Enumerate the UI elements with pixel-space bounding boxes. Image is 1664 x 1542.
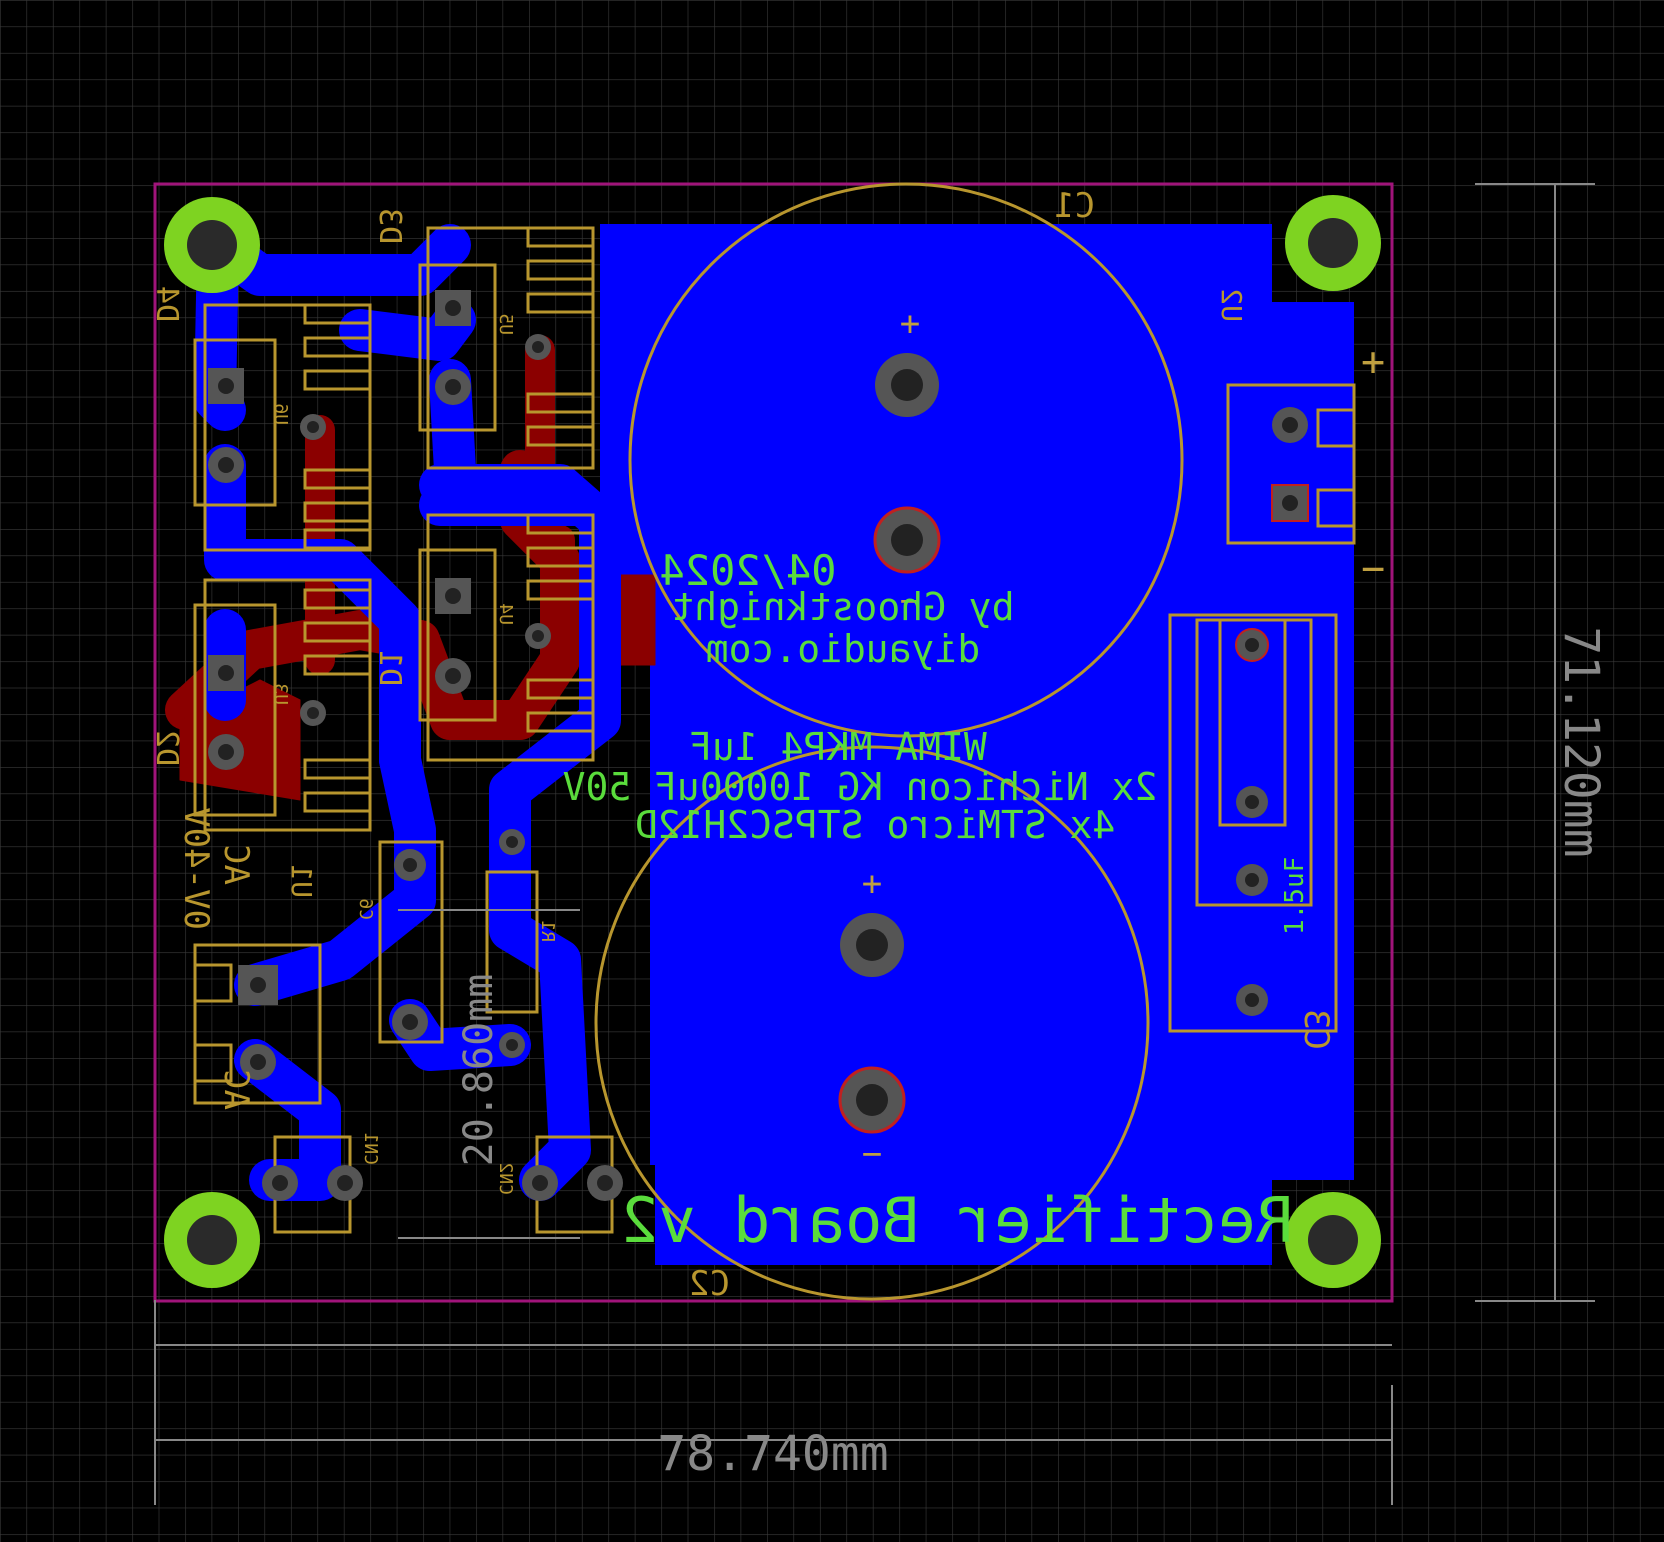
soic-pad-outlines: [303, 226, 595, 813]
ref-c2: C2: [689, 1264, 730, 1304]
label-ac-top: AC: [216, 844, 256, 885]
bom-line-1: WIMA MKP4 1uF: [689, 725, 986, 769]
ref-d3: D3: [372, 208, 407, 244]
c3-outline: [1168, 613, 1338, 1033]
label-ac-range: 0V-40V: [176, 807, 216, 930]
r1-outline: [485, 870, 539, 1014]
mount-hole-bottom-left: [164, 1192, 260, 1288]
mounting-holes: [164, 195, 1381, 1288]
package-outlines: [193, 226, 595, 832]
c1-outline: [628, 182, 1184, 738]
mount-hole-bottom-right: [1285, 1192, 1381, 1288]
board-title: Rectifier Board v2: [621, 1184, 1293, 1257]
dimension-lines: [154, 183, 1595, 1505]
u1-outline: [193, 943, 322, 1105]
ref-cn1: CN1: [360, 1132, 381, 1165]
board-site: diyaudio.com: [706, 627, 981, 671]
ref-u6: U6: [270, 403, 291, 425]
label-ac-bottom: AC: [216, 1069, 256, 1110]
c2-plus-mark: +: [862, 864, 882, 904]
ref-u5: U5: [495, 313, 516, 335]
board-outline: [153, 182, 1394, 1303]
board-date: 04/2024: [659, 546, 836, 595]
ref-d4: D4: [149, 286, 184, 322]
through-hole-pads: [208, 290, 1309, 1201]
bom-line-2: 2x Nichicon KG 10000uF 50V: [563, 765, 1158, 809]
ref-u3: U3: [270, 683, 291, 705]
mount-hole-top-left: [164, 197, 260, 293]
c2-outline: [594, 745, 1150, 1301]
c1-plus-mark: +: [900, 304, 920, 344]
ref-r1: R1: [537, 920, 558, 942]
u2-plus-mark: +: [1361, 339, 1385, 385]
u2-outline: [1226, 383, 1356, 545]
dimension-inner-label: 20.860mm: [456, 974, 502, 1167]
ref-c3: C3: [1296, 1009, 1336, 1050]
dimension-width-label: 78.740mm: [657, 1426, 888, 1482]
board-author: by Ghoostknight: [671, 585, 1014, 629]
c2-minus-mark: −: [862, 1134, 882, 1174]
c1-minus-mark: −: [900, 581, 920, 621]
top-copper-pour: [600, 224, 1354, 1265]
ref-d1: D1: [372, 650, 407, 686]
mount-hole-top-right: [1285, 195, 1381, 291]
ref-u4: U4: [495, 603, 516, 625]
ref-u2: U2: [1215, 288, 1248, 322]
ref-cn2: CN2: [495, 1162, 516, 1195]
ref-u1: U1: [285, 864, 318, 898]
ref-d2: D2: [149, 730, 184, 766]
ref-c1: C1: [1054, 186, 1095, 226]
ref-c6: C6: [355, 898, 376, 920]
label-c3-value: 1.5uF: [1280, 857, 1310, 935]
u2-minus-mark: −: [1361, 546, 1385, 592]
c6-outline: [378, 840, 444, 1044]
dimension-height-label: 71.120mm: [1553, 626, 1609, 857]
bom-line-3: 4x STMicro STPSC2H12D: [635, 803, 1115, 847]
